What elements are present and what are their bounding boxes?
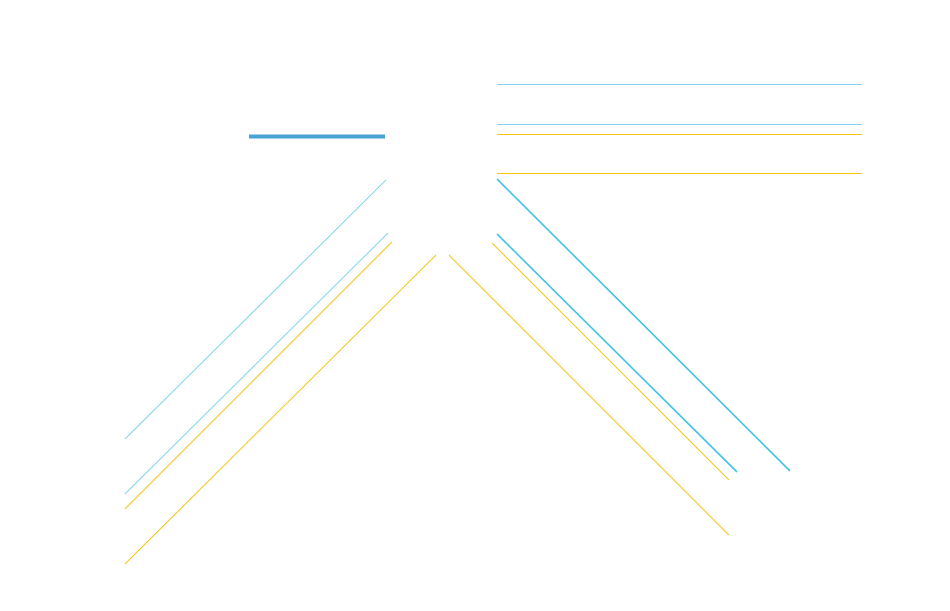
right-yellow-line-inner [491, 242, 730, 481]
left-yellow-line-inner [124, 241, 393, 510]
left-cyan-line-outer [124, 179, 387, 440]
right-yellow-line-outer [448, 254, 730, 536]
left-cyan-line-inner [124, 232, 389, 495]
right-cyan-line-inner [496, 233, 738, 473]
right-cyan-line-outer [496, 178, 791, 472]
left-yellow-line-outer [124, 254, 437, 565]
